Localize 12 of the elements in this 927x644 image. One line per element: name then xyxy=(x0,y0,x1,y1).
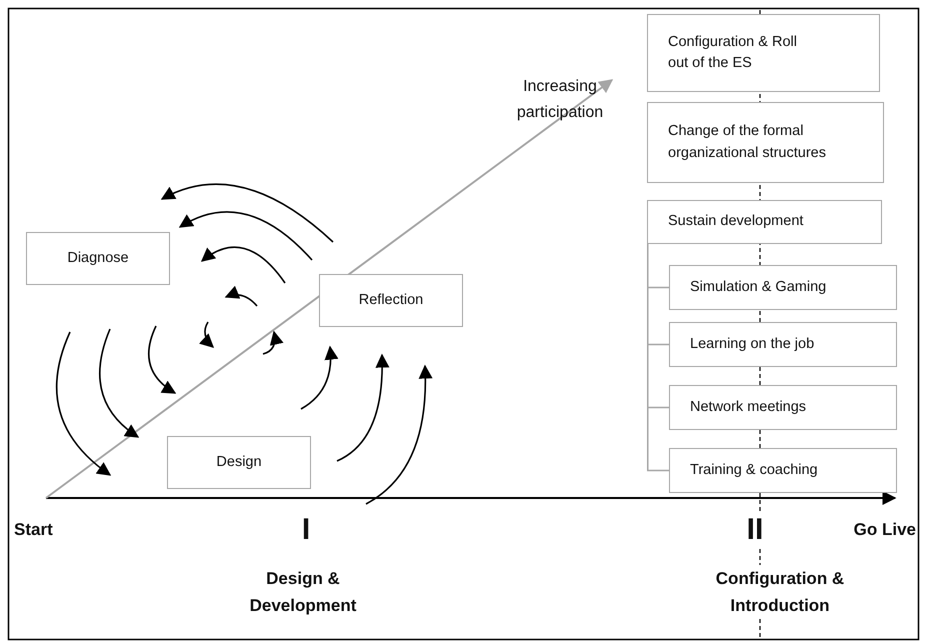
step-box: Change of the formal organizational structures xyxy=(647,102,884,183)
step-box: Learning on the job xyxy=(669,322,897,367)
step-box: Design xyxy=(167,436,311,489)
step-box: Reflection xyxy=(319,274,463,327)
step-box: Training & coaching xyxy=(669,448,897,493)
step-box: Network meetings xyxy=(669,385,897,430)
step-box: Sustain development xyxy=(647,200,882,244)
axis-label: Increasing participation xyxy=(516,77,604,123)
step-box: Configuration & Roll out of the ES xyxy=(647,14,880,92)
tree-connector xyxy=(647,244,669,472)
step-box: Diagnose xyxy=(26,232,170,285)
step-box: Simulation & Gaming xyxy=(669,265,897,310)
